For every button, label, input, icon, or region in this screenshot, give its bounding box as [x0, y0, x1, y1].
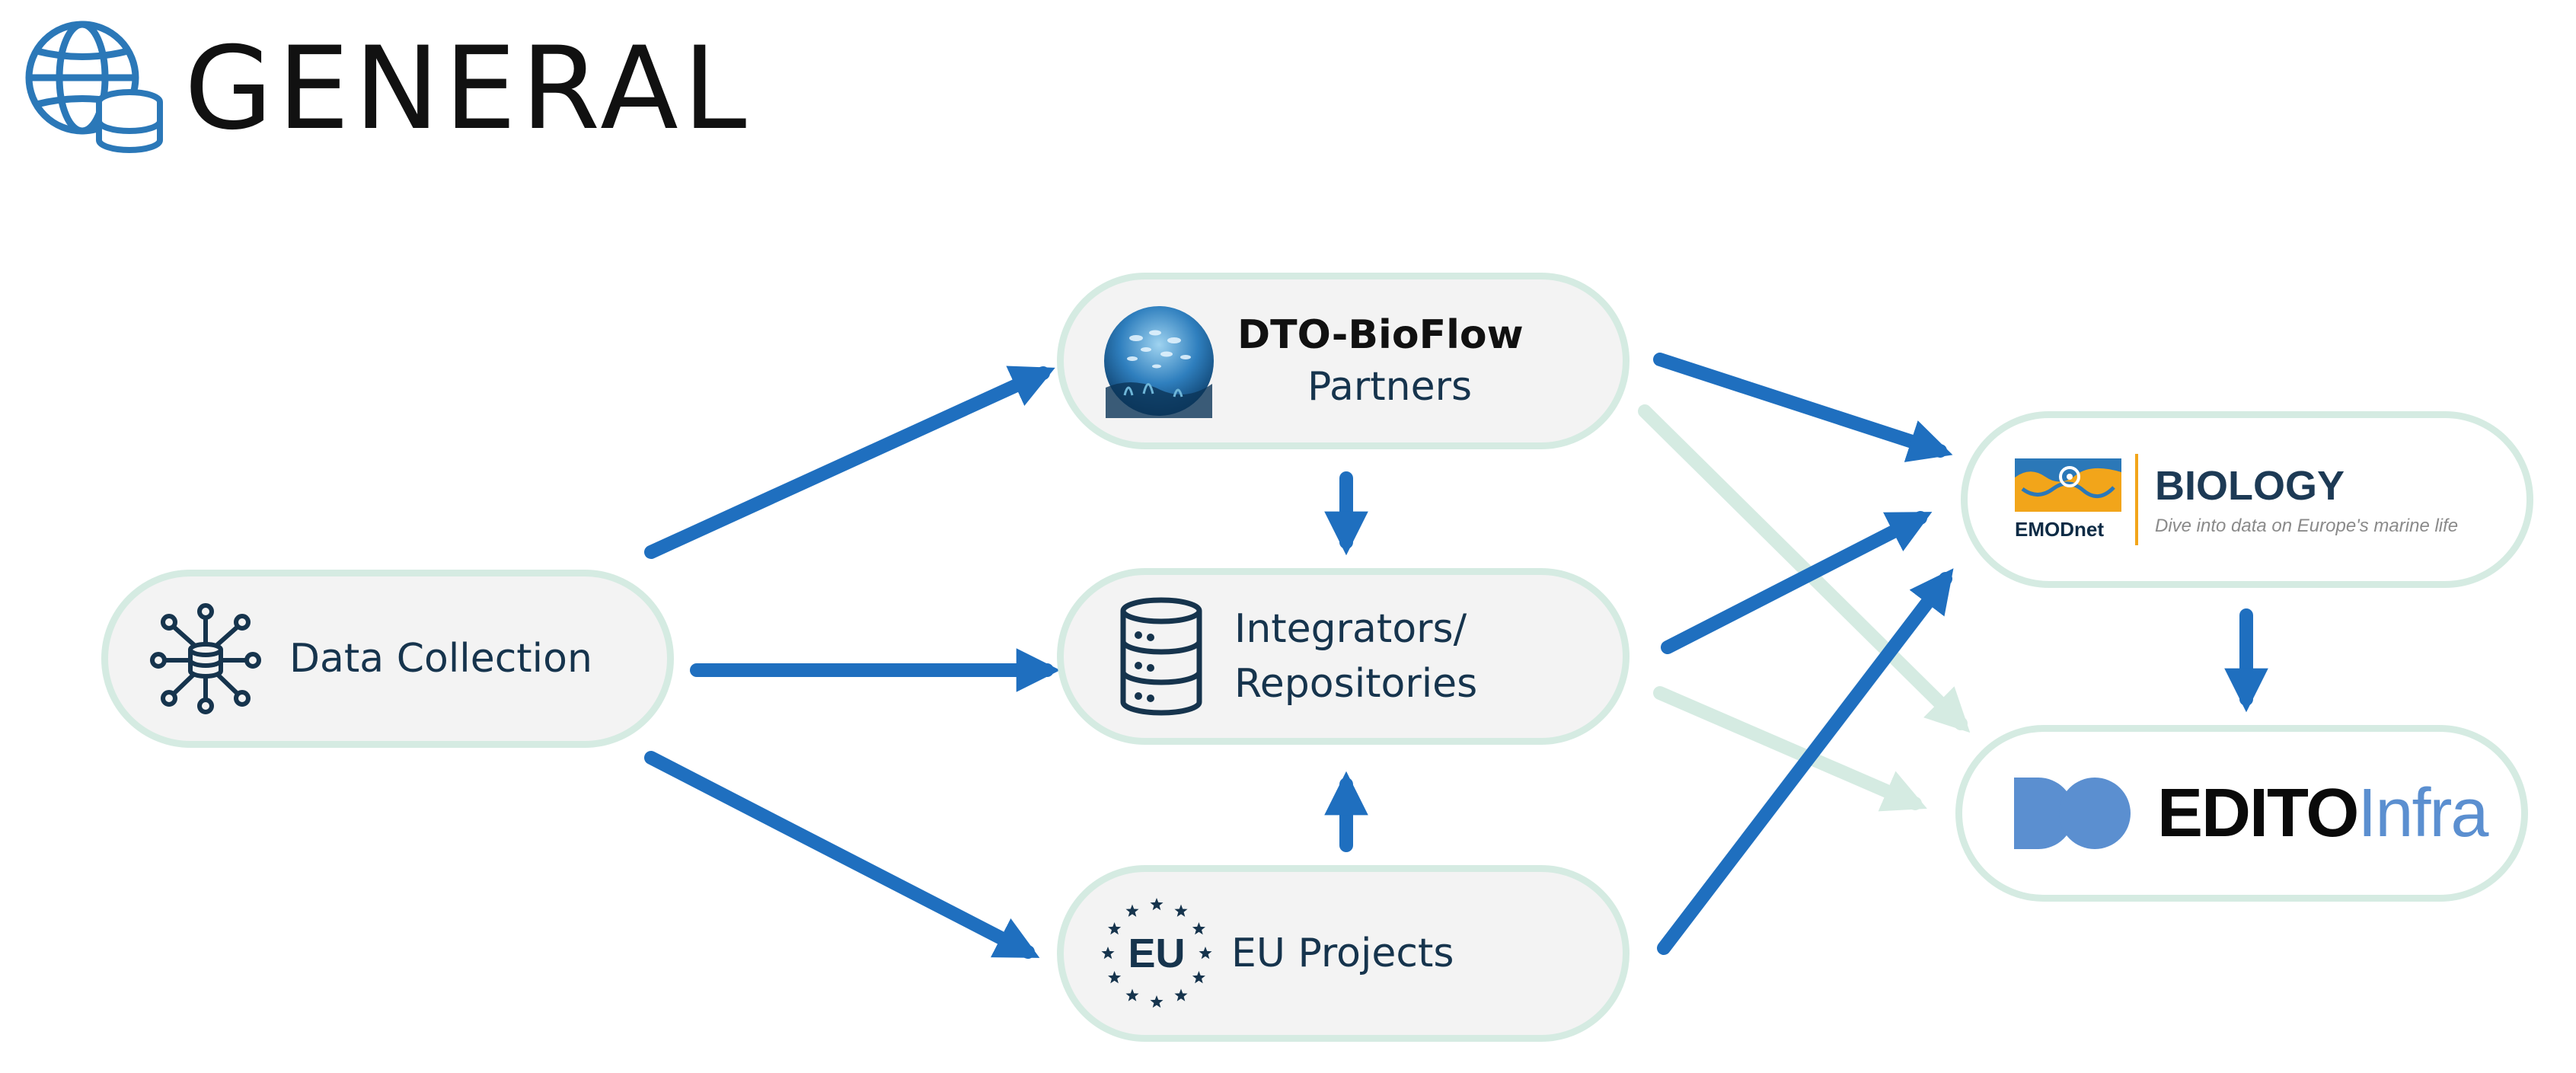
node-integrators-repositories: Integrators/ Repositories: [1057, 568, 1630, 745]
dto-bioflow-title: DTO-BioFlow: [1237, 312, 1524, 358]
edito-logo: [2014, 778, 2131, 849]
integrators-label-line2: Repositories: [1234, 661, 1478, 707]
data-collection-label: Data Collection: [289, 636, 592, 682]
eu-star: [1192, 971, 1205, 984]
eu-star: [1125, 904, 1139, 917]
eu-star: [1125, 988, 1139, 1001]
eu-stars-icon: EU: [1101, 898, 1212, 1008]
edito-name-part2: Infra: [2357, 774, 2488, 851]
dto-bioflow-logo: [1104, 306, 1214, 418]
header: GENERAL: [21, 17, 751, 161]
eu-star: [1199, 947, 1212, 960]
eu-star: [1108, 971, 1122, 984]
node-dto-bioflow-partners: DTO-BioFlow Partners: [1057, 273, 1630, 449]
edge-eu-to-emodnet: [1657, 568, 1954, 955]
eu-projects-label: EU Projects: [1231, 931, 1454, 976]
edge-bioflow-to-emodnet: [1653, 353, 1953, 462]
edge-integrators-to-edito: [1653, 686, 1927, 812]
integrators-label-line1: Integrators/: [1234, 606, 1467, 652]
emodnet-logo: EMODnet: [2015, 458, 2121, 541]
edge-bioflow-to-edito: [1638, 404, 1971, 733]
edge-integrators-to-emodnet: [1661, 511, 1933, 654]
emodnet-brand: EMODnet: [2015, 517, 2104, 541]
eu-star: [1174, 988, 1188, 1001]
dto-bioflow-subtitle: Partners: [1307, 364, 1473, 410]
eu-star: [1150, 898, 1164, 911]
emodnet-wave-icon: [2015, 458, 2121, 512]
edge-data-to-bioflow: [644, 366, 1055, 559]
eu-star: [1150, 995, 1164, 1008]
eu-star: [1192, 922, 1205, 935]
node-eu-projects: EU EU Projects: [1057, 865, 1630, 1042]
database-server-icon: [1120, 597, 1202, 716]
node-emodnet-biology: EMODnet BIOLOGY Dive into data on Europe…: [1961, 411, 2533, 588]
emodnet-title: BIOLOGY: [2155, 463, 2345, 509]
emodnet-subtitle: Dive into data on Europe's marine life: [2155, 516, 2459, 536]
emodnet-divider: [2135, 454, 2138, 545]
node-edito-infra: EDITOInfra: [1955, 725, 2528, 902]
page-title: GENERAL: [184, 23, 752, 155]
eu-star: [1174, 904, 1188, 917]
eu-star: [1108, 922, 1122, 935]
node-data-collection: Data Collection: [101, 570, 674, 748]
eu-star: [1101, 947, 1115, 960]
edito-name-part1: EDITO: [2157, 774, 2359, 851]
edge-data-to-eu: [644, 751, 1040, 959]
data-network-icon: [150, 603, 261, 714]
globe-database-icon: [25, 21, 163, 153]
eu-mark-text: EU: [1128, 931, 1185, 976]
